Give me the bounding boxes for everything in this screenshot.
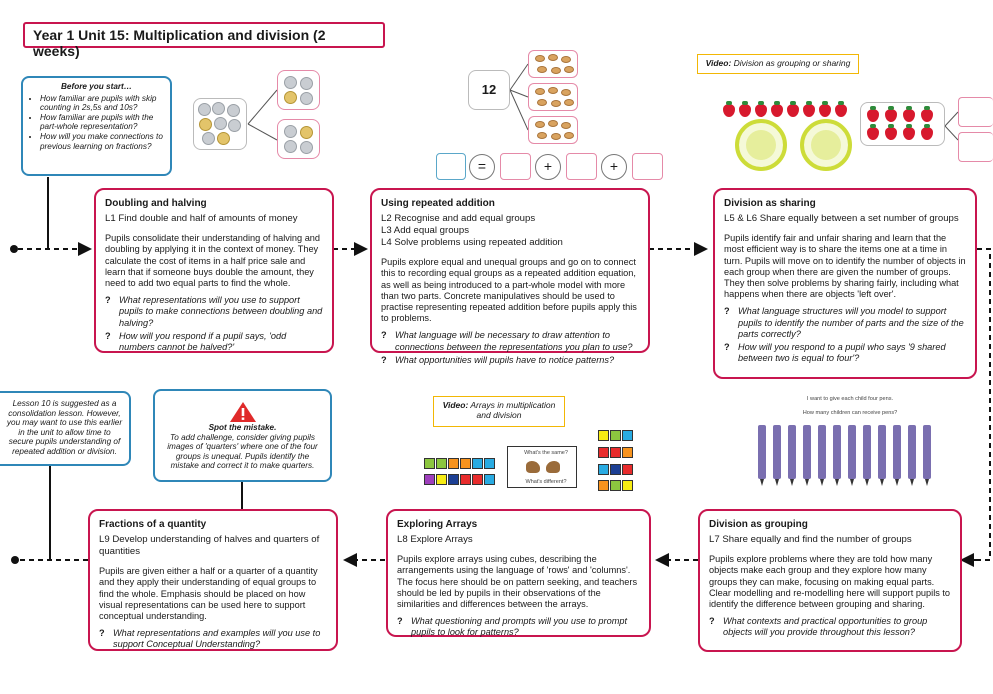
card-heading: Fractions of a quantity bbox=[99, 519, 207, 530]
lesson-label: L3 Add equal groups bbox=[381, 225, 470, 237]
card-heading: Division as grouping bbox=[709, 519, 808, 530]
lesson-label: L9 Develop understanding of halves and q… bbox=[99, 534, 320, 558]
equation-addend-box bbox=[566, 153, 597, 180]
part-whole-empty-box bbox=[958, 132, 993, 162]
dinosaur-illustration bbox=[546, 461, 560, 473]
equals-sign: = bbox=[469, 154, 495, 180]
cube-array-illustration bbox=[598, 430, 634, 492]
video-title: Division as grouping or sharing bbox=[731, 58, 851, 68]
card-body: Pupils explore arrays using cubes, descr… bbox=[397, 554, 638, 610]
card-fractions-quantity: Fractions of a quantity L9 Develop under… bbox=[88, 509, 338, 651]
card-division-grouping: Division as grouping L7 Share equally an… bbox=[698, 509, 962, 652]
lesson-label: L5 & L6 Share equally between a set numb… bbox=[724, 213, 959, 225]
same-question: What's the same? bbox=[524, 450, 568, 456]
reflection-question: ?How will you respond if a pupil says, '… bbox=[105, 330, 287, 353]
lesson-10-note: Lesson 10 is suggested as a consolidatio… bbox=[0, 391, 131, 466]
spot-mistake-note: Spot the mistake. To add challenge, cons… bbox=[153, 389, 332, 482]
reflection-question: ?What contexts and practical opportuniti… bbox=[709, 616, 928, 638]
before-you-start-note: Before you start… How familiar are pupil… bbox=[21, 76, 172, 176]
reflection-question: ?What language structures will you model… bbox=[724, 306, 964, 339]
video-link-arrays[interactable]: Video: Arrays in multiplication and divi… bbox=[433, 396, 565, 427]
same-different-card: What's the same? What's different? bbox=[507, 446, 577, 488]
different-question: What's different? bbox=[525, 479, 567, 485]
card-heading: Division as sharing bbox=[724, 198, 816, 209]
strawberries-row-illustration bbox=[720, 100, 850, 120]
lesson-label: L1 Find double and half of amounts of mo… bbox=[105, 213, 298, 225]
coins-part-illustration bbox=[277, 70, 320, 110]
card-body: Pupils consolidate their understanding o… bbox=[105, 233, 321, 289]
list-item: How familiar are pupils with skip counti… bbox=[40, 94, 164, 113]
dinosaur-illustration bbox=[526, 461, 540, 473]
plate-illustration bbox=[735, 119, 787, 171]
card-repeated-addition: Using repeated addition L2 Recognise and… bbox=[370, 188, 650, 365]
whole-number-box: 12 bbox=[468, 70, 510, 110]
card-body: Pupils are given either a half or a quar… bbox=[99, 566, 318, 622]
card-division-sharing: Division as sharing L5 & L6 Share equall… bbox=[713, 188, 977, 379]
lesson-label: L2 Recognise and add equal groups bbox=[381, 213, 536, 225]
reflection-question: ?How will you respond to a pupil who say… bbox=[724, 342, 946, 364]
before-you-start-heading: Before you start… bbox=[61, 82, 132, 91]
lesson-label: L8 Explore Arrays bbox=[397, 534, 473, 546]
pens-caption: How many children can receive pens? bbox=[802, 410, 898, 416]
before-you-start-list: How familiar are pupils with skip counti… bbox=[29, 94, 164, 152]
plus-sign: + bbox=[601, 154, 627, 180]
card-doubling-halving: Doubling and halving L1 Find double and … bbox=[94, 188, 334, 353]
plate-illustration bbox=[800, 119, 852, 171]
list-item: How familiar are pupils with the part-wh… bbox=[40, 113, 164, 132]
cookies-part-illustration bbox=[528, 50, 578, 78]
cookies-part-illustration bbox=[528, 116, 578, 144]
lesson-label: L4 Solve problems using repeated additio… bbox=[381, 237, 563, 249]
card-heading: Doubling and halving bbox=[105, 198, 207, 209]
plus-sign: + bbox=[535, 154, 561, 180]
reflection-question: ?What representations will you use to su… bbox=[105, 295, 323, 328]
card-heading: Using repeated addition bbox=[381, 198, 495, 209]
part-whole-empty-box bbox=[958, 97, 993, 127]
cube-array-illustration bbox=[424, 458, 495, 492]
lesson-label: L7 Share equally and find the number of … bbox=[709, 534, 912, 546]
video-label: Video: bbox=[442, 400, 469, 410]
warning-icon bbox=[229, 402, 256, 422]
video-title: Arrays in multiplication and division bbox=[468, 400, 556, 420]
card-body: Pupils explore equal and unequal groups … bbox=[381, 257, 637, 324]
card-exploring-arrays: Exploring Arrays L8 Explore Arrays Pupil… bbox=[386, 509, 651, 637]
spot-mistake-heading: Spot the mistake. bbox=[208, 423, 277, 432]
equation-answer-box bbox=[436, 153, 466, 180]
equation-addend-box bbox=[500, 153, 531, 180]
reflection-question: ?What language will be necessary to draw… bbox=[381, 330, 633, 352]
card-body: Pupils identify fair and unfair sharing … bbox=[724, 233, 966, 300]
page-title: Year 1 Unit 15: Multiplication and divis… bbox=[23, 22, 385, 59]
card-heading: Exploring Arrays bbox=[397, 519, 478, 530]
equation-addend-box bbox=[632, 153, 663, 180]
card-body: Pupils explore problems where they are t… bbox=[709, 554, 951, 610]
list-item: How will you make connections to previou… bbox=[40, 132, 164, 151]
cookies-part-illustration bbox=[528, 83, 578, 111]
pens-caption: I want to give each child four pens. bbox=[806, 396, 894, 402]
coins-part-illustration bbox=[277, 119, 320, 159]
coins-whole-illustration bbox=[193, 98, 247, 150]
strawberries-whole-illustration bbox=[860, 102, 945, 146]
spot-mistake-text: To add challenge, consider giving pupils… bbox=[167, 432, 318, 471]
pens-illustration bbox=[758, 425, 938, 487]
reflection-question: ?What opportunities will pupils have to … bbox=[381, 354, 615, 365]
video-label: Video: bbox=[705, 58, 732, 68]
reflection-question: ?What questioning and prompts will you u… bbox=[397, 616, 628, 638]
reflection-question: ?What representations and examples will … bbox=[99, 628, 321, 650]
video-link-division[interactable]: Video: Division as grouping or sharing bbox=[697, 54, 859, 74]
